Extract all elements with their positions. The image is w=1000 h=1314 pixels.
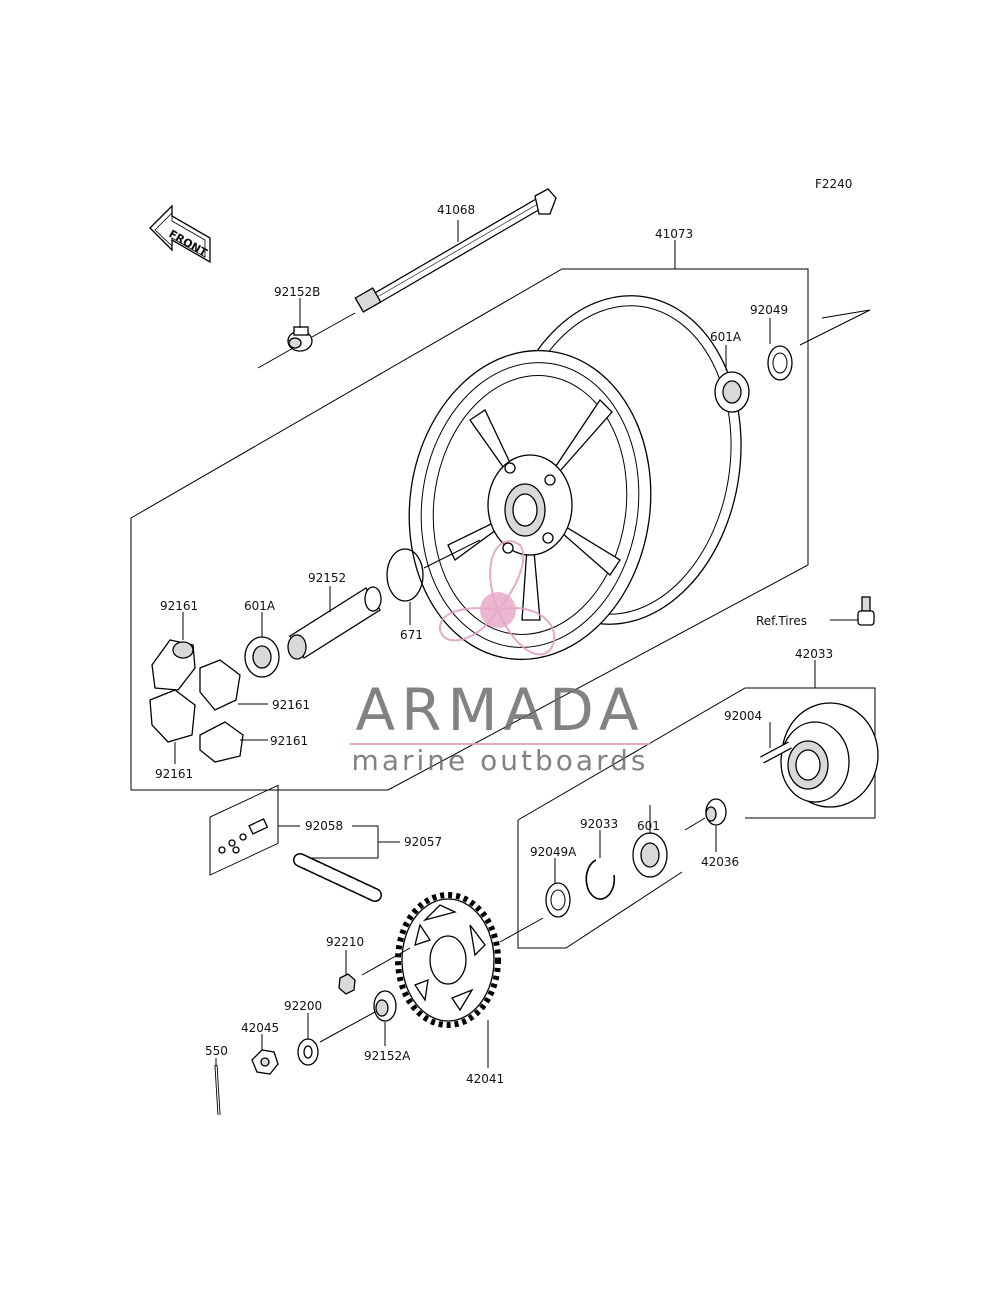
circlip-92033: [585, 859, 616, 900]
joint-kit-outline: [209, 784, 279, 876]
label-92161-d: 92161: [155, 767, 193, 781]
axle: [354, 188, 557, 313]
chain-joint-icon: [218, 818, 269, 854]
valve-stem-icon: [857, 596, 875, 626]
label-92057: 92057: [404, 835, 442, 849]
hub-group-outline: [517, 687, 876, 821]
label-601A: 601A: [244, 599, 276, 613]
seal-92049A: [545, 882, 571, 918]
watermark-brand: ARMADA: [355, 676, 644, 744]
bearing-601: [632, 832, 668, 878]
front-arrow-icon: FRONT: [149, 204, 211, 264]
label-92200: 92200: [284, 999, 322, 1013]
armada-watermark: ARMADA marine outboards: [350, 540, 650, 777]
label-92049: 92049: [750, 303, 788, 317]
label-42036: 42036: [701, 855, 739, 869]
label-92152A: 92152A: [364, 1049, 411, 1063]
sprocket-42041: [395, 892, 501, 1028]
figure-code: F2240: [815, 177, 852, 191]
washer-92200: [297, 1038, 319, 1066]
label-42033: 42033: [795, 647, 833, 661]
collar-92152A: [373, 990, 397, 1022]
ref-tires-label[interactable]: Ref.Tires: [756, 614, 807, 628]
collar-42036: [705, 798, 727, 826]
label-42045: 42045: [241, 1021, 279, 1035]
dampers-92161: [149, 639, 244, 763]
label-92161-b: 92161: [272, 698, 310, 712]
wheel-group-outline: [130, 268, 809, 791]
label-92161-c: 92161: [270, 734, 308, 748]
castle-nut-42045: [251, 1049, 279, 1075]
collar-92152B: [287, 326, 313, 352]
label-92049A: 92049A: [530, 845, 577, 859]
spacer-92152: [287, 586, 382, 660]
propeller-logo-icon: [438, 540, 556, 656]
o-ring-671: [386, 548, 424, 602]
label-92152B: 92152B: [274, 285, 320, 299]
sprocket-hub-42033: [780, 702, 879, 808]
wheel-rim: [408, 295, 742, 661]
nut-92210: [338, 973, 356, 995]
seal-92049: [767, 345, 793, 381]
label-550: 550: [205, 1044, 228, 1058]
label-92058: 92058: [305, 819, 343, 833]
watermark-tagline: marine outboards: [352, 744, 649, 777]
cotter-pin-550: [214, 1064, 221, 1116]
label-601: 601: [637, 819, 660, 833]
label-92033: 92033: [580, 817, 618, 831]
drive-chain: [293, 853, 382, 902]
label-92161-a: 92161: [160, 599, 198, 613]
label-41073: 41073: [655, 227, 693, 241]
label-42041: 42041: [466, 1072, 504, 1086]
label-92210: 92210: [326, 935, 364, 949]
label-41068: 41068: [437, 203, 475, 217]
label-92152: 92152: [308, 571, 346, 585]
stud-92004: [760, 741, 792, 764]
label-92004: 92004: [724, 709, 762, 723]
label-601A-top: 601A: [710, 330, 742, 344]
label-671: 671: [400, 628, 423, 642]
bearing-601A: [244, 636, 280, 678]
bearing-601A-top: [714, 371, 750, 413]
